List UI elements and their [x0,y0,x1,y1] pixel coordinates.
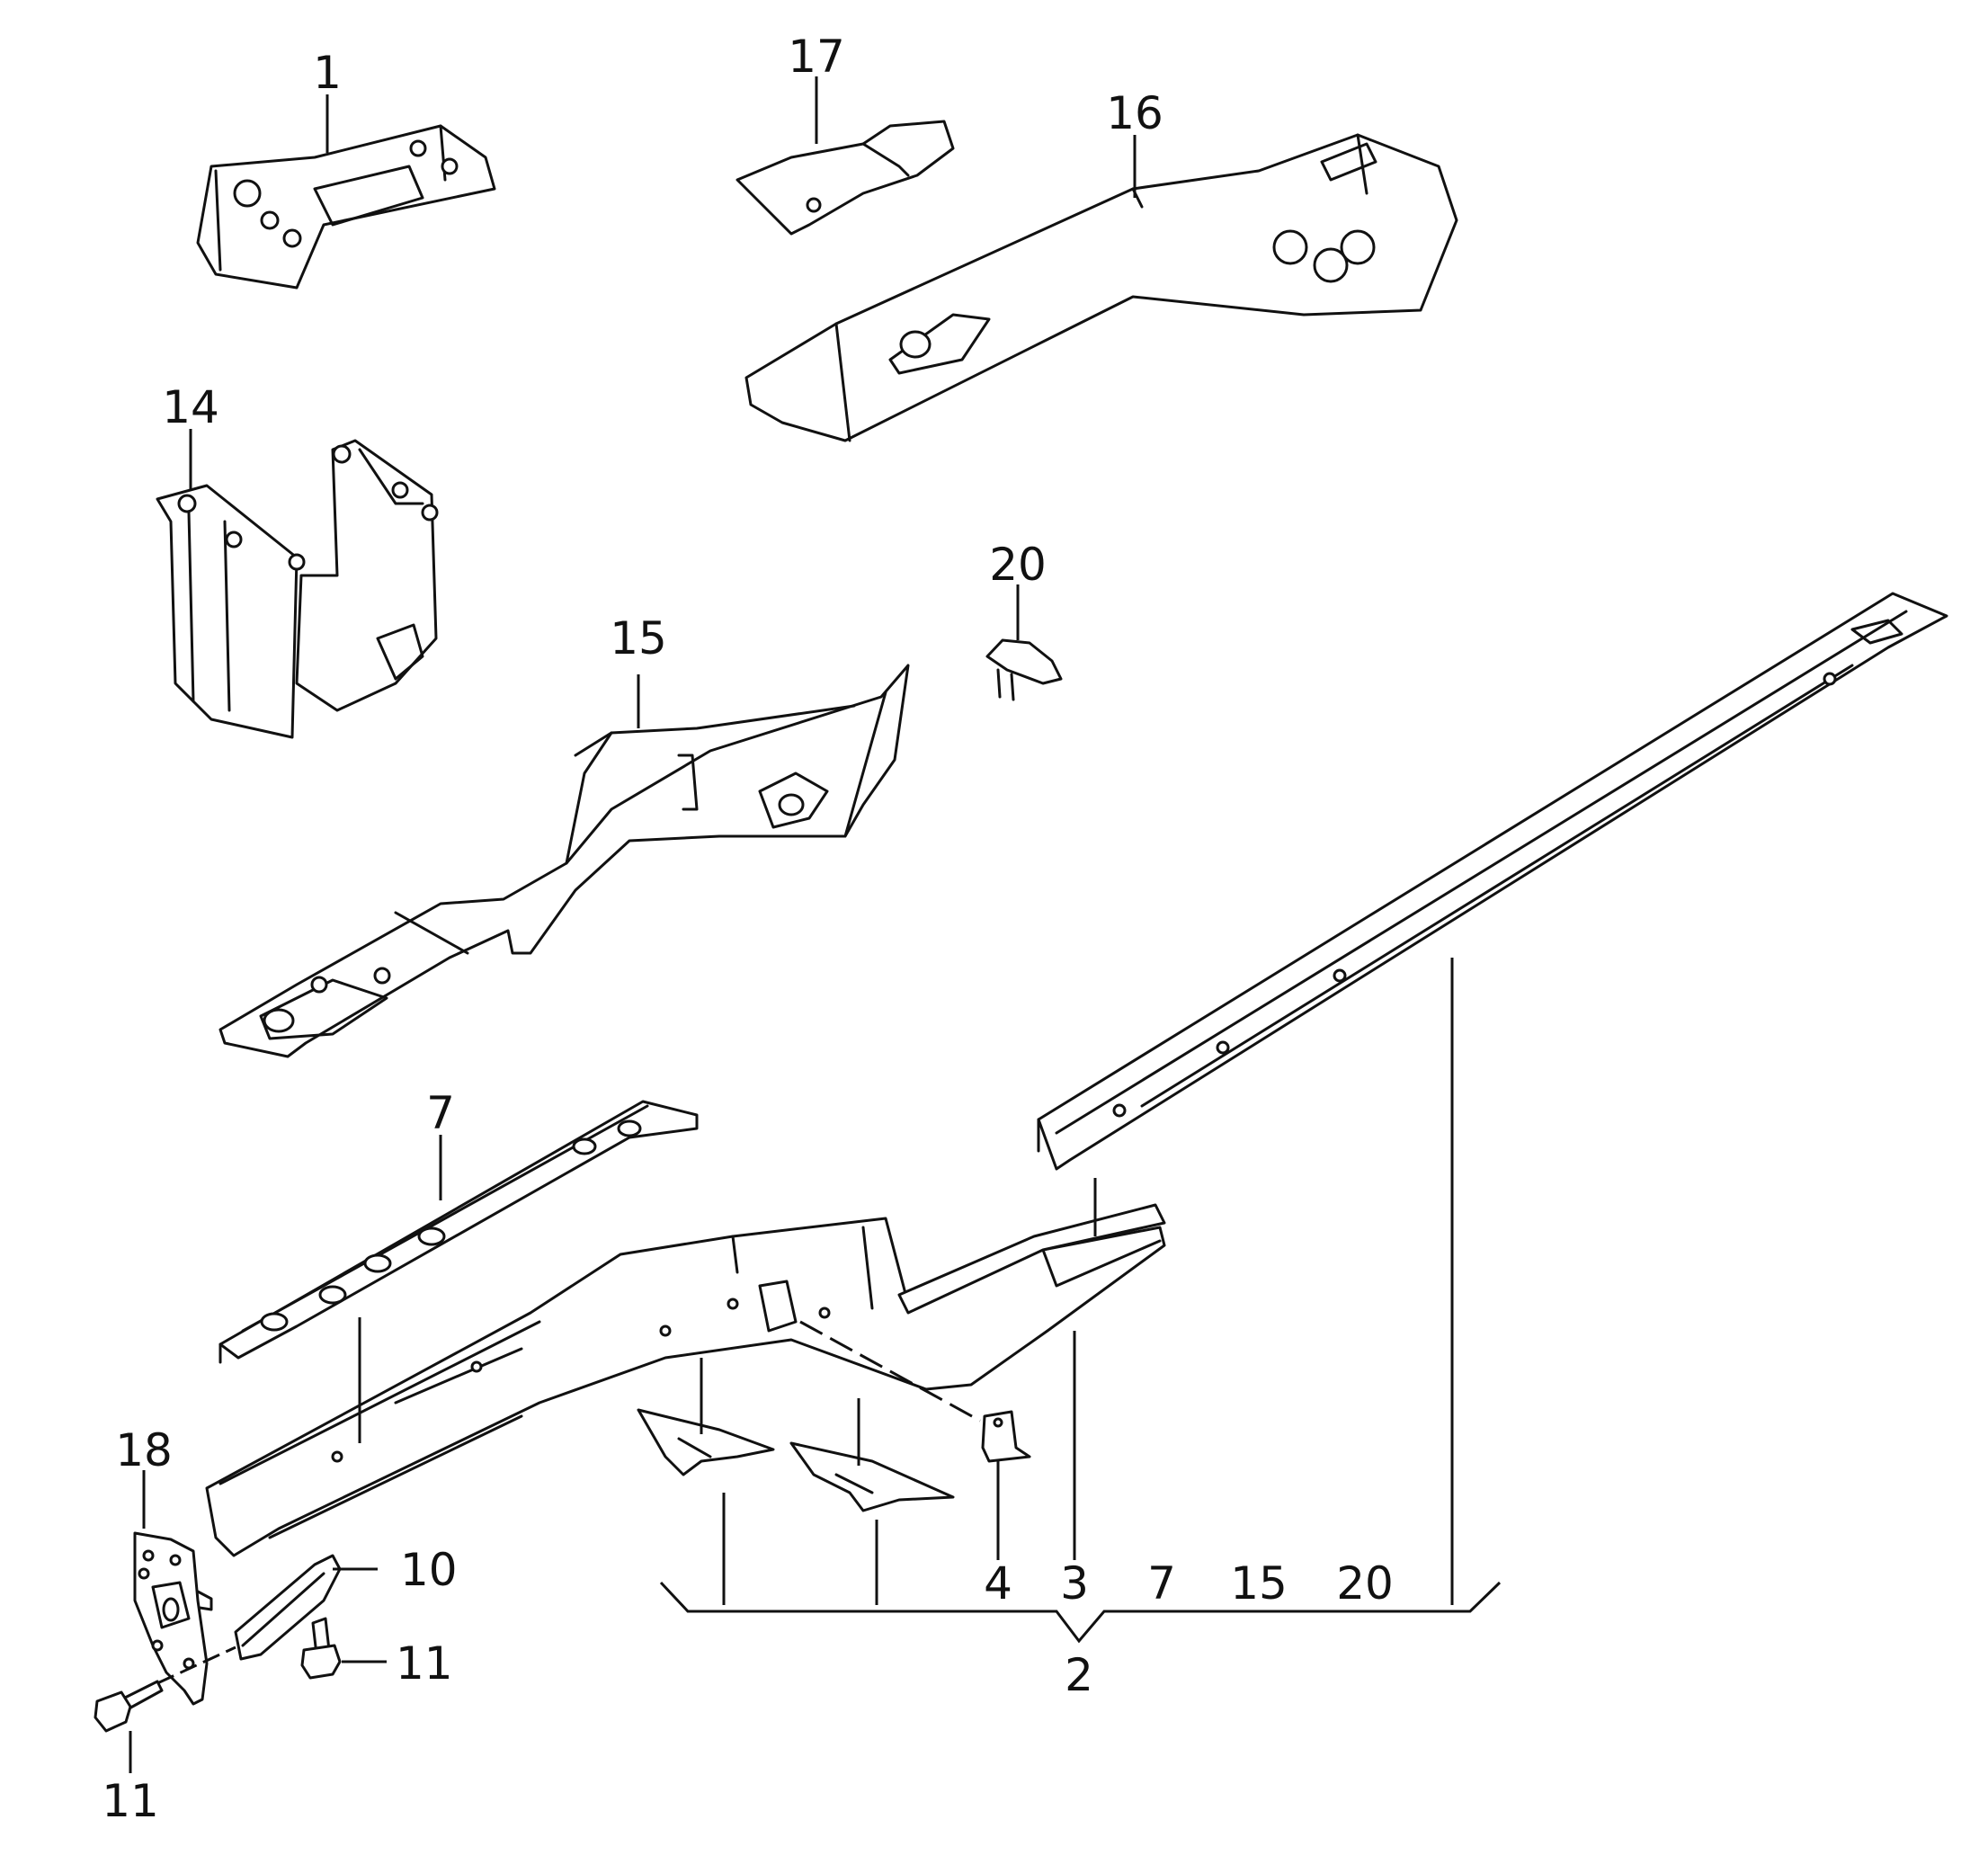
bolt-11-lower[interactable] [94,1680,164,1733]
callout-14: 14 [162,381,219,433]
part-10-bracket[interactable] [234,1554,342,1661]
callout-1: 1 [313,47,342,99]
callout-17: 17 [788,31,845,83]
callout-2-20: 20 [1336,1557,1394,1610]
callout-16: 16 [1106,87,1163,139]
part-14-bracket[interactable] [156,439,439,739]
callout-3: 3 [1060,1557,1089,1610]
part-16-member[interactable] [744,133,1458,442]
group-bracket-2 [659,1581,1502,1644]
leader-4-dashed [799,1320,981,1423]
callout-20: 20 [989,539,1047,591]
callout-15: 15 [610,612,667,664]
leader-bolt-axis [156,1645,236,1685]
callout-11-upper: 11 [396,1637,453,1690]
callout-4: 4 [984,1557,1012,1610]
part-7-rail[interactable] [218,1100,699,1364]
part-20-clip[interactable] [985,638,1063,701]
part-1-bracket[interactable] [196,124,496,290]
callout-10: 10 [400,1544,458,1596]
callout-7: 7 [426,1087,455,1139]
part-17-reinforcement[interactable] [735,120,955,236]
part-15-member[interactable] [218,664,910,1058]
callout-2-15: 15 [1230,1557,1288,1610]
bolt-11-upper[interactable] [300,1617,342,1680]
part-floor-bracket-left[interactable] [637,1408,775,1476]
part-floor-bracket-right[interactable] [789,1441,955,1512]
callout-11-lower: 11 [102,1775,159,1827]
callout-2: 2 [1065,1649,1093,1701]
part-4-bracket[interactable] [981,1410,1031,1463]
callout-2-7: 7 [1147,1557,1176,1610]
part-3-rail-end[interactable] [897,1203,1166,1315]
callout-18: 18 [115,1424,173,1476]
part-side-member-long[interactable] [1037,592,1948,1171]
part-18-plate[interactable] [133,1531,213,1706]
